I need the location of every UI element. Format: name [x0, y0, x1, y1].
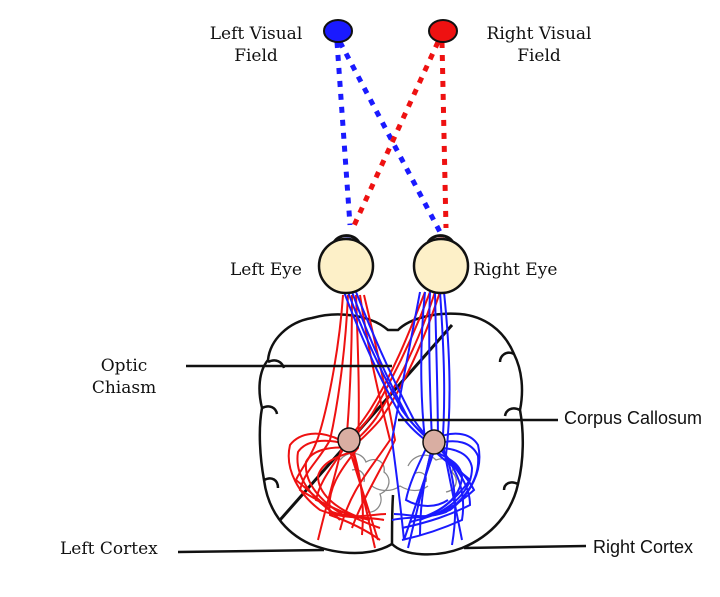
right-visual-field-line-1: Right Visual	[486, 24, 592, 44]
optic-chiasm-line-2: Chiasm	[91, 378, 157, 398]
right-eye-label: Right Eye	[473, 260, 558, 280]
left-field-to-right-eye	[337, 40, 443, 234]
visual-field-light-paths	[334, 40, 449, 234]
optic-chiasm-label: Optic Chiasm	[84, 355, 164, 399]
right-visual-field-line-2: Field	[517, 46, 561, 66]
left-visual-field-dot	[323, 19, 353, 43]
left-visual-field-line-1: Left Visual	[209, 24, 303, 44]
leader-lines	[177, 364, 587, 554]
right-visual-field-label: Right Visual Field	[474, 23, 604, 67]
left-cortex-label: Left Cortex	[60, 539, 158, 559]
left-eye-label: Left Eye	[230, 260, 302, 280]
right-field-to-right-eye	[439, 41, 449, 229]
right-visual-field-dot	[428, 19, 458, 43]
optic-chiasm-line-1: Optic	[100, 356, 148, 376]
left-lgn	[337, 427, 361, 453]
left-field-fibers	[343, 291, 481, 549]
right-lgn	[422, 429, 446, 455]
left-cortex-leader	[177, 548, 325, 554]
corpus-callosum-label: Corpus Callosum	[564, 408, 703, 428]
right-field-to-left-eye	[349, 40, 441, 232]
right-cortex-leader	[463, 544, 587, 550]
right-eye-icon	[412, 234, 470, 295]
left-field-to-left-eye	[334, 41, 353, 226]
right-cortex-label: Right Cortex	[593, 537, 694, 557]
left-visual-field-label: Left Visual Field	[196, 23, 316, 67]
left-eye-icon	[317, 234, 375, 295]
left-visual-field-line-2: Field	[234, 46, 278, 66]
